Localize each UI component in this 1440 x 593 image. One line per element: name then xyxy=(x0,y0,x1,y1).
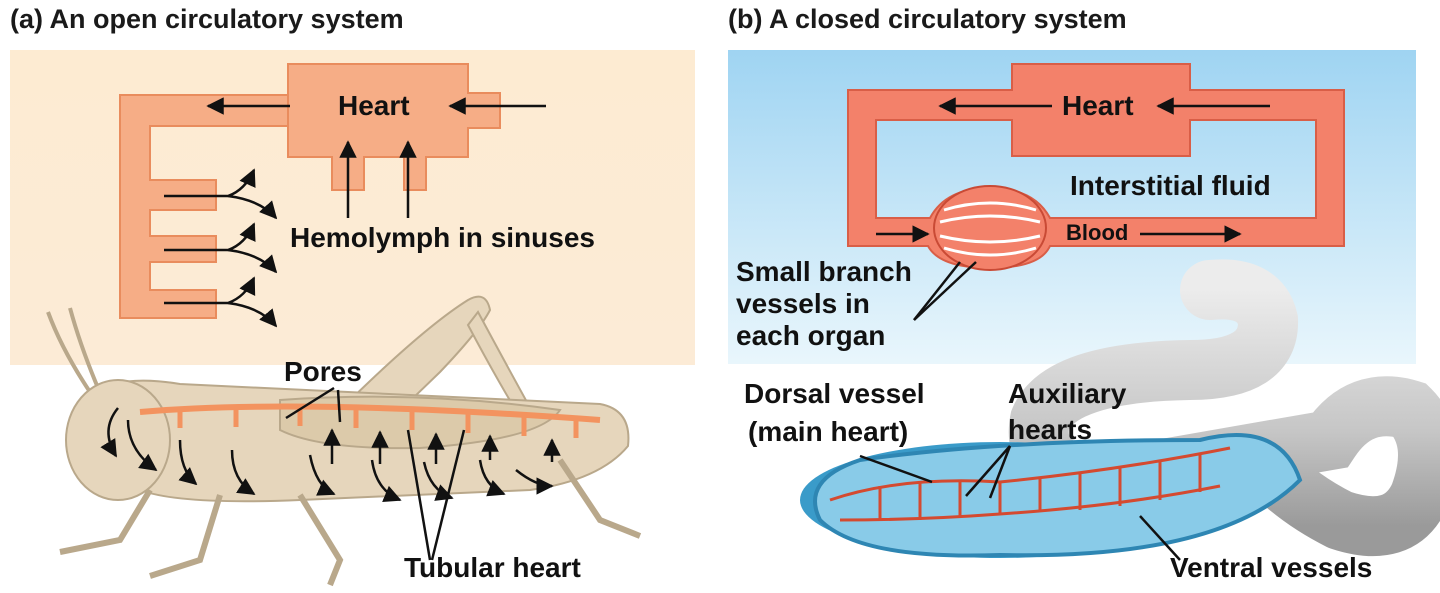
panel-a-leaders xyxy=(285,386,466,561)
closed-arrows xyxy=(876,97,1270,243)
dorsal-vessel-label-2: (main heart) xyxy=(748,416,909,447)
hemolymph-label: Hemolymph in sinuses xyxy=(290,222,595,253)
open-arrows xyxy=(164,97,546,328)
small-branch-label-2: vessels in xyxy=(736,288,870,319)
panel-b-title: (b) A closed circulatory system xyxy=(728,4,1127,34)
panel-a-title: (a) An open circulatory system xyxy=(10,4,404,34)
dorsal-vessel-label-1: Dorsal vessel xyxy=(744,378,925,409)
auxiliary-hearts-label-1: Auxiliary xyxy=(1008,378,1127,409)
panel-b-worm-leaders xyxy=(859,445,1181,561)
auxiliary-hearts-label-2: hearts xyxy=(1008,414,1093,445)
open-heart-label: Heart xyxy=(338,90,410,121)
hemolymph-flow-arrows xyxy=(100,407,561,503)
ventral-vessels-label: Ventral vessels xyxy=(1170,552,1373,583)
pores-label: Pores xyxy=(284,356,362,387)
open-circulation-vessels xyxy=(119,63,501,319)
small-branch-label-3: each organ xyxy=(736,320,886,351)
capillary-bed xyxy=(933,185,1047,271)
blood-label: Blood xyxy=(1066,220,1129,245)
worm-vessels xyxy=(829,446,1231,522)
pores xyxy=(177,406,579,438)
panel-b-leaders xyxy=(913,261,977,321)
closed-heart-label: Heart xyxy=(1062,90,1134,121)
interstitial-fluid-label: Interstitial fluid xyxy=(1070,170,1271,201)
tubular-heart-vessel xyxy=(139,403,601,423)
tubular-heart-label: Tubular heart xyxy=(404,552,581,583)
small-branch-label-1: Small branch xyxy=(736,256,912,287)
